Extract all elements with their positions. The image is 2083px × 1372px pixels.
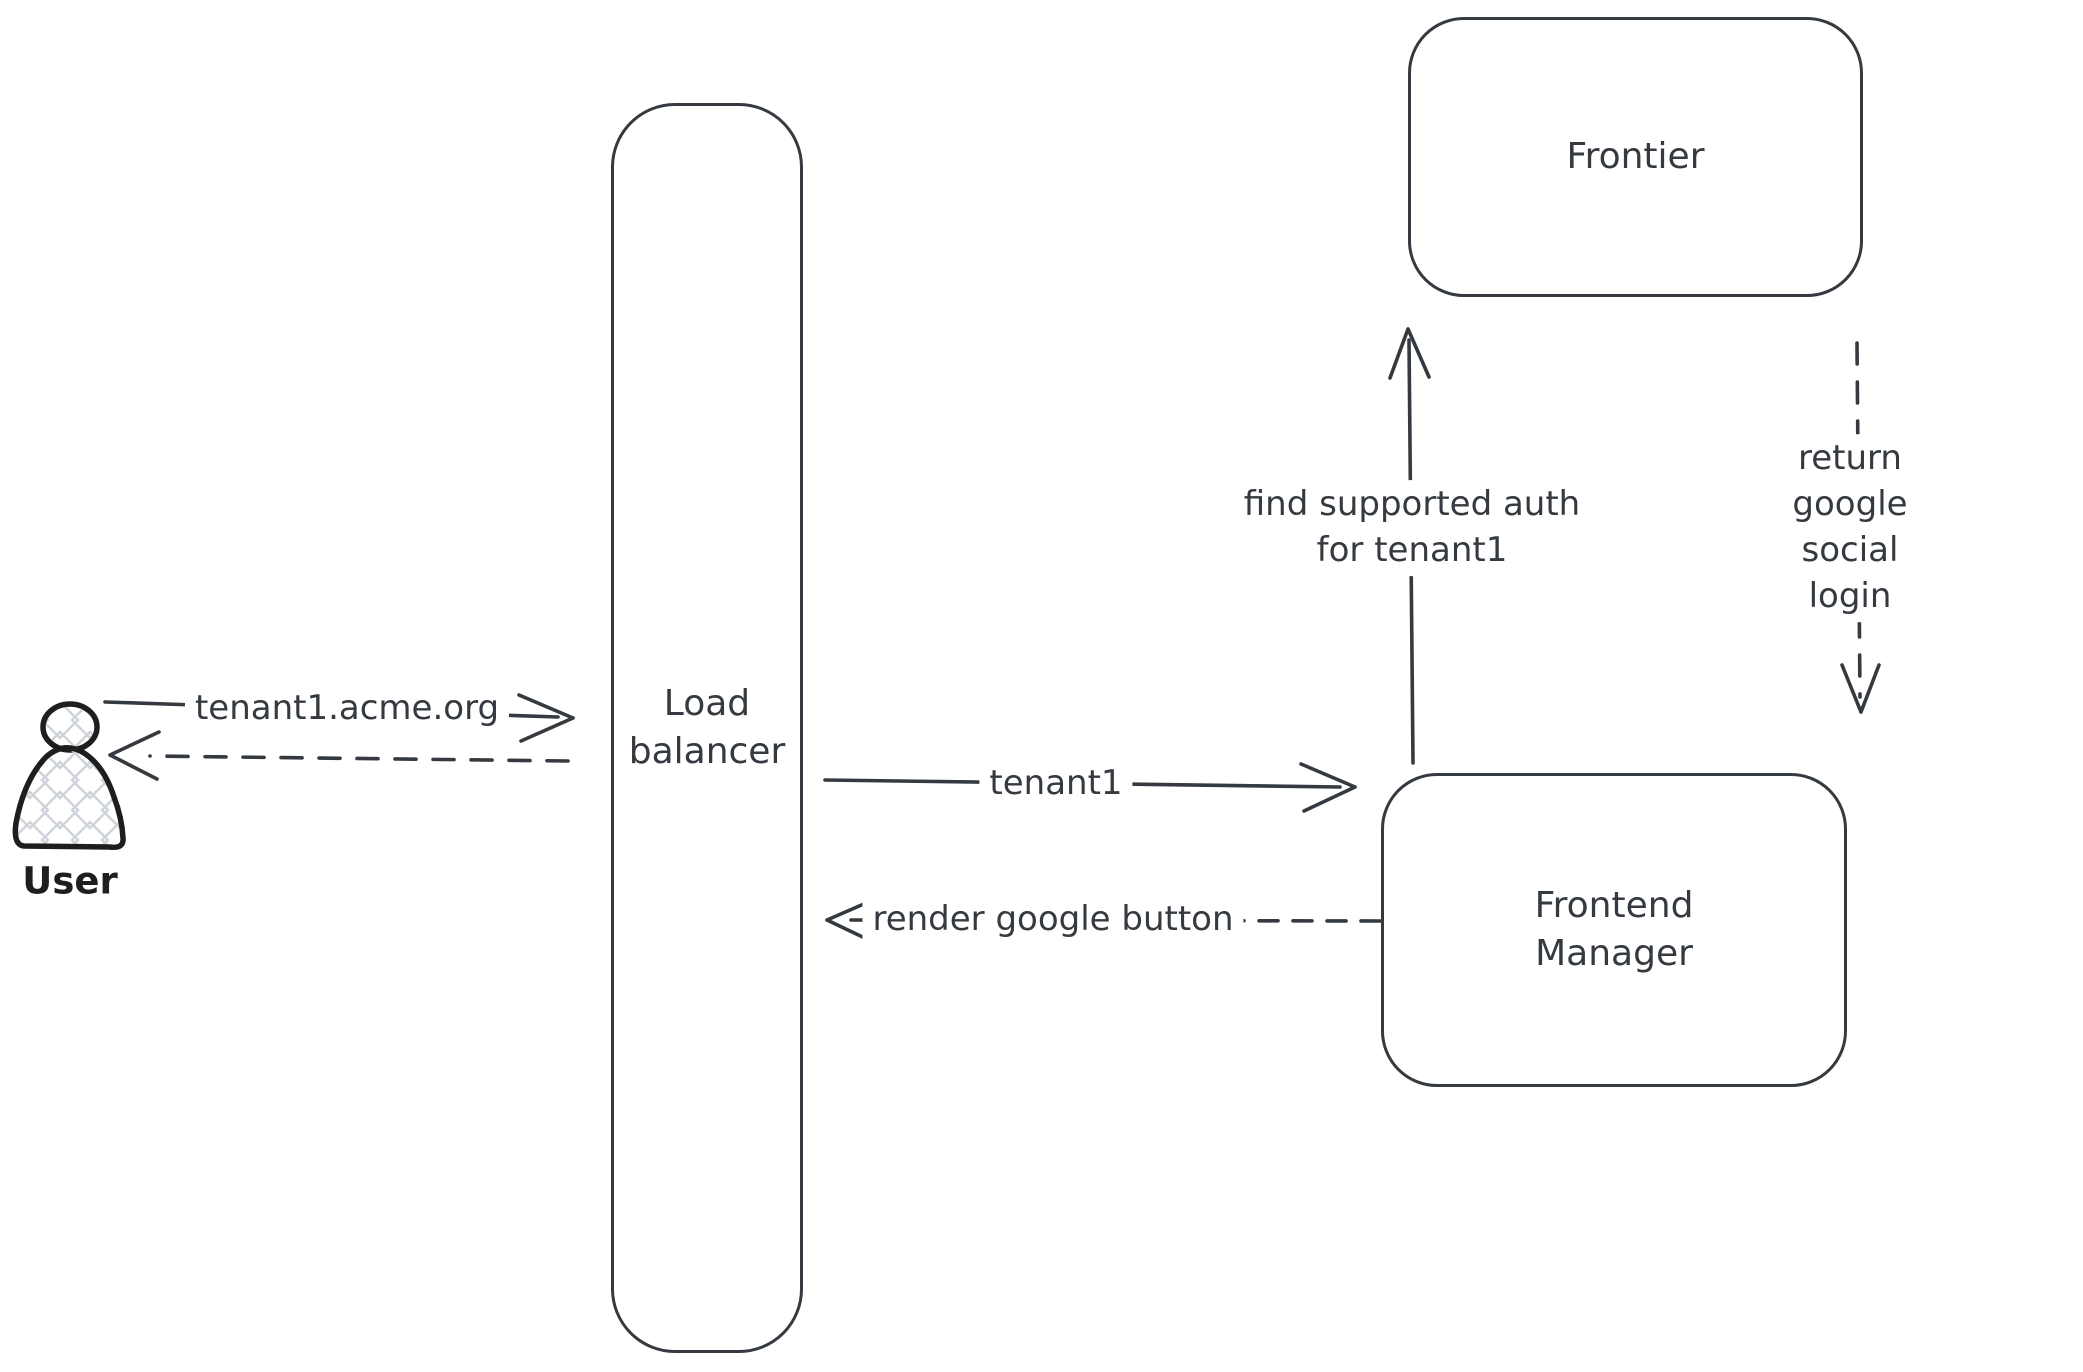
node-load-balancer[interactable]: Load balancer bbox=[611, 103, 803, 1353]
user-icon[interactable] bbox=[12, 701, 126, 851]
frontier-label: Frontier bbox=[1566, 135, 1705, 177]
node-frontend-manager[interactable]: Frontend Manager bbox=[1381, 773, 1847, 1087]
node-frontier[interactable]: Frontier bbox=[1408, 17, 1863, 297]
edge-label-tenant1-acme-org[interactable]: tenant1.acme.org bbox=[184, 684, 510, 734]
edge-label-find-supported-auth[interactable]: find supported auth for tenant1 bbox=[1233, 480, 1591, 576]
user-head bbox=[40, 701, 100, 753]
edge-label-render-google-button[interactable]: render google button bbox=[862, 895, 1244, 945]
edge-label-tenant1[interactable]: tenant1 bbox=[979, 759, 1133, 809]
load-balancer-label: Load balancer bbox=[628, 682, 786, 772]
edge-label-return-google-social-login[interactable]: return google social login bbox=[1733, 434, 1967, 622]
frontend-manager-label: Frontend Manager bbox=[1534, 884, 1694, 974]
user-label[interactable]: User bbox=[22, 859, 118, 903]
arrow-lb-to-user[interactable] bbox=[108, 730, 570, 781]
user-body bbox=[12, 745, 126, 851]
